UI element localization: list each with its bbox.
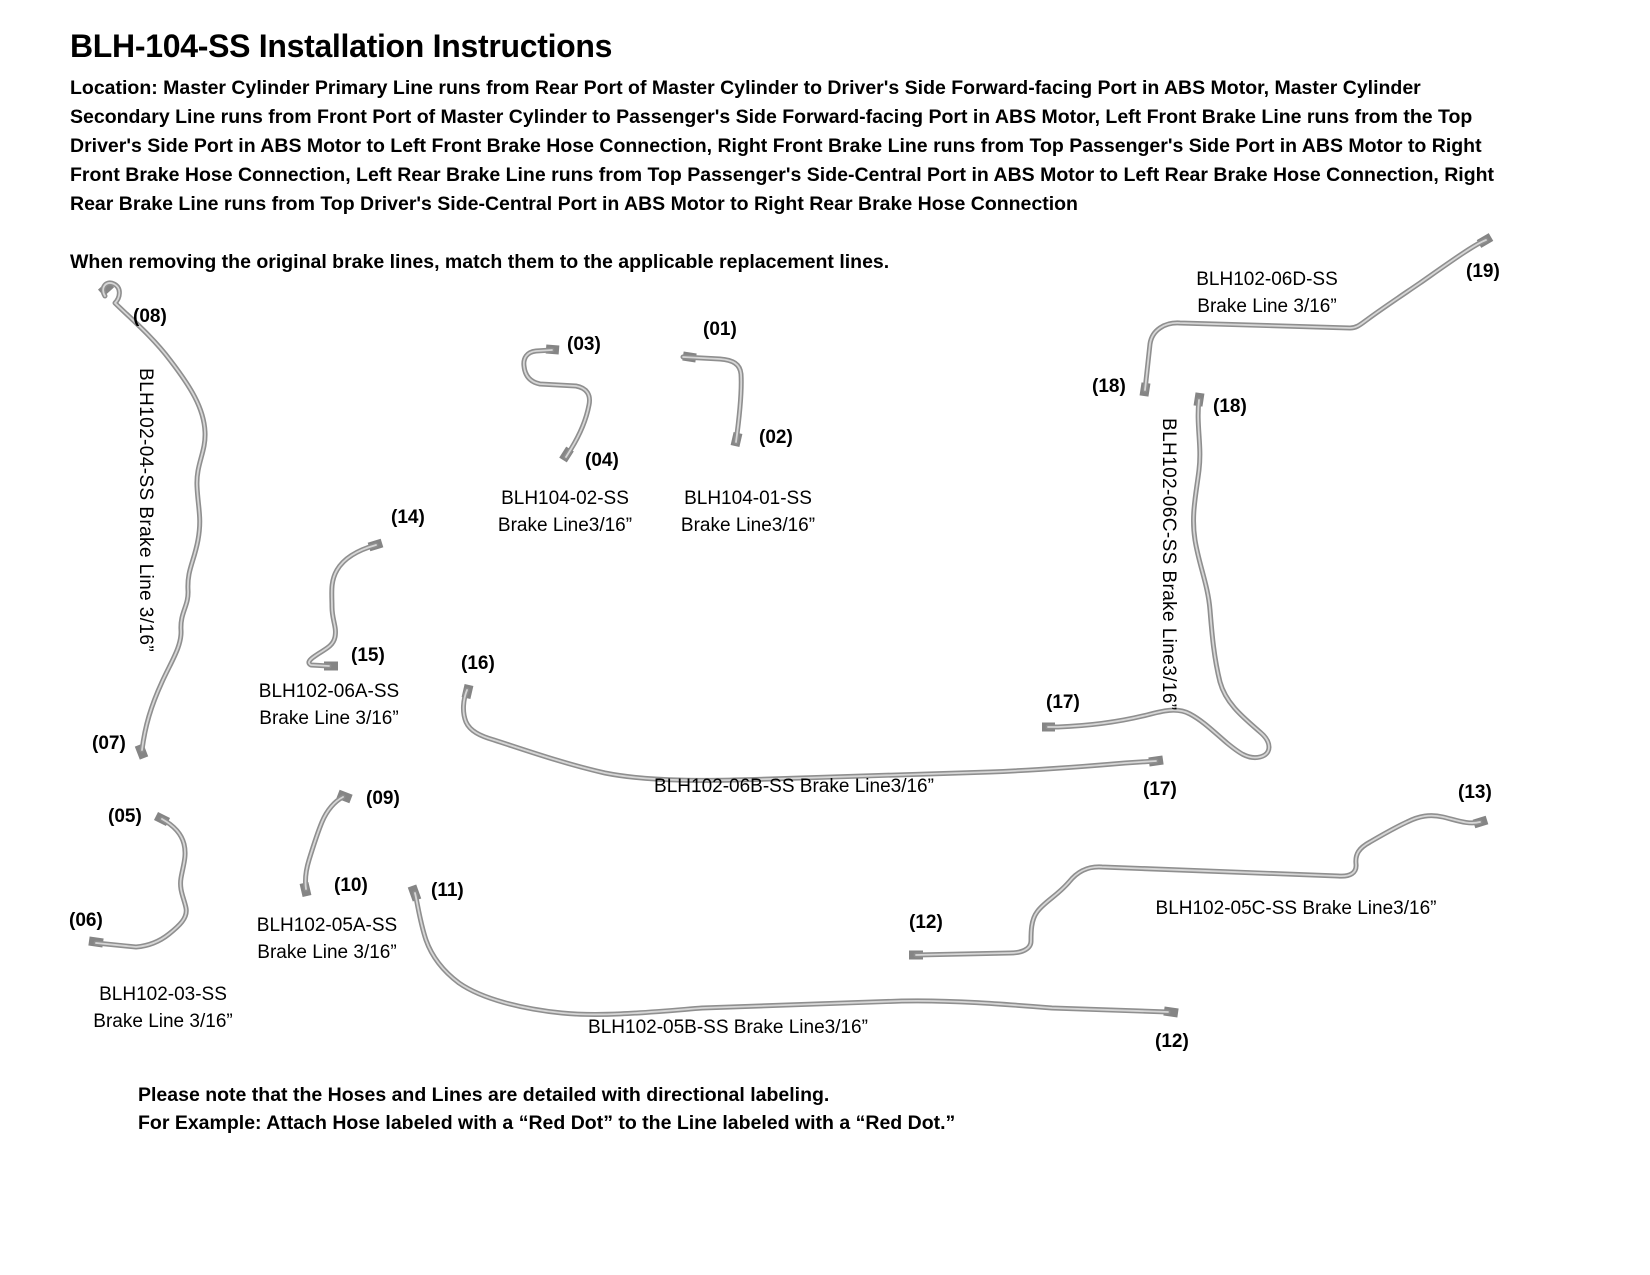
page-title: BLH-104-SS Installation Instructions (70, 28, 613, 64)
tube-blh102-05b-ss (415, 893, 1168, 1014)
tube-blh104-01-ss (683, 357, 741, 442)
fittings-layer (88, 233, 1494, 1018)
tube-blh102-04-ss (103, 283, 205, 750)
footer-line-2: For Example: Attach Hose labeled with a … (138, 1112, 956, 1134)
footer-line-1: Please note that the Hoses and Lines are… (138, 1084, 830, 1106)
tube-blh102-05a-ss (305, 797, 343, 889)
footer-note: Please note that the Hoses and Lines are… (138, 1081, 955, 1137)
tubes-layer (96, 240, 1486, 1014)
location-paragraph: Location: Master Cylinder Primary Line r… (70, 77, 1495, 215)
tube-blh104-02-ss (524, 350, 590, 457)
tube-blh102-06c-ss (1048, 400, 1269, 758)
tube-blh102-03-ss (96, 819, 186, 947)
tube-blh102-05c-ss (916, 816, 1480, 955)
tube-blh102-06b-ss (463, 690, 1156, 780)
tube-blh102-06d-ss (1145, 240, 1486, 390)
fitting-nuts (88, 233, 1494, 1018)
tube-highlights-layer (95, 239, 1487, 1016)
intro-text: When removing the original brake lines, … (70, 251, 890, 273)
